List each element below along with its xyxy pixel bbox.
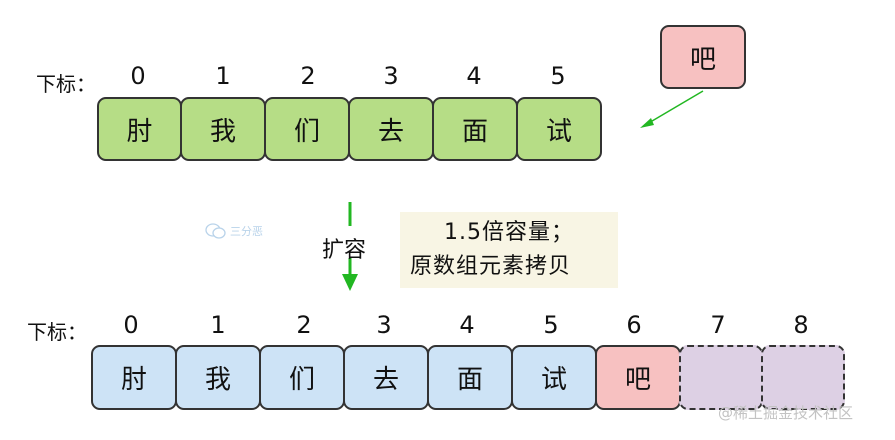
watermark-text: @稀土掘金技术社区 xyxy=(718,404,854,422)
bottom-index-5: 5 xyxy=(543,311,559,339)
bottom-index-4: 4 xyxy=(459,311,475,339)
bottom-index-0: 0 xyxy=(123,311,139,339)
top-cell-5: 试 xyxy=(516,97,602,161)
top-index-label: 下标： xyxy=(36,72,96,96)
top-index-0: 0 xyxy=(130,62,146,90)
top-cell-2: 们 xyxy=(264,97,350,161)
top-cell-1: 我 xyxy=(180,97,266,161)
expand-arrow-icon xyxy=(342,202,358,291)
bottom-index-8: 8 xyxy=(793,311,809,339)
top-index-2: 2 xyxy=(300,62,316,90)
top-index-3: 3 xyxy=(383,62,399,90)
bottom-cell-5: 试 xyxy=(511,345,597,410)
bottom-cell-3: 去 xyxy=(343,345,429,410)
bottom-index-1: 1 xyxy=(210,311,226,339)
bottom-index-2: 2 xyxy=(296,311,312,339)
note-line-1: 1.5倍容量； xyxy=(444,220,574,245)
bottom-index-3: 3 xyxy=(376,311,392,339)
bottom-cell-1: 我 xyxy=(175,345,261,410)
bottom-cell-4: 面 xyxy=(427,345,513,410)
top-index-4: 4 xyxy=(466,62,482,90)
note-line-2: 原数组元素拷贝 xyxy=(410,254,572,279)
watermark-logo-text: 三分恶 xyxy=(230,225,263,238)
bottom-cell-8-empty xyxy=(761,345,845,410)
expand-note: 1.5倍容量； 原数组元素拷贝 xyxy=(400,212,618,288)
bottom-cell-2: 们 xyxy=(259,345,345,410)
top-index-5: 5 xyxy=(550,62,566,90)
bottom-cell-7-empty xyxy=(679,345,763,410)
bottom-index-7: 7 xyxy=(710,311,726,339)
bottom-cell-0: 肘 xyxy=(91,345,177,410)
watermark-logo: 三分恶 xyxy=(205,222,263,240)
expand-label: 扩容 xyxy=(322,238,367,263)
bottom-index-6: 6 xyxy=(626,311,642,339)
top-index-1: 1 xyxy=(215,62,231,90)
new-element-cell: 吧 xyxy=(660,25,746,89)
wechat-icon xyxy=(205,223,226,239)
bottom-cell-6: 吧 xyxy=(595,345,681,410)
bottom-index-label: 下标： xyxy=(27,320,87,344)
top-cell-3: 去 xyxy=(348,97,434,161)
insert-arrow-icon xyxy=(640,90,704,128)
